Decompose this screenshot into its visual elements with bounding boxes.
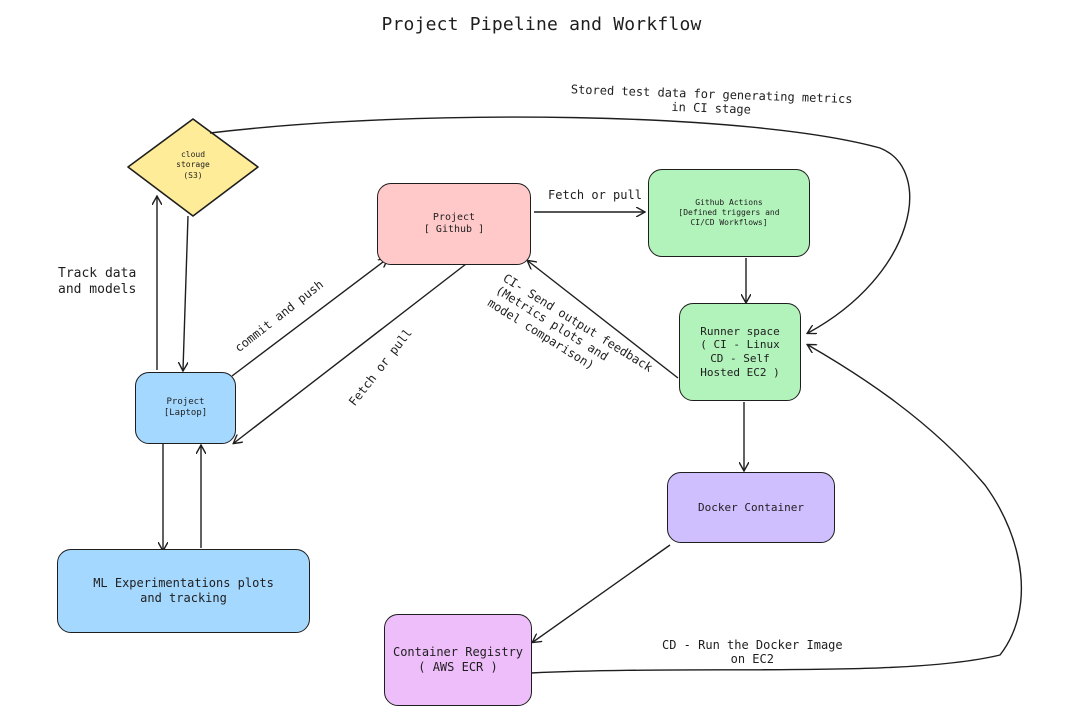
github-actions-node[interactable]: Github Actions [Defined triggers and CI/… — [648, 169, 810, 257]
ml-experimentations-node[interactable]: ML Experimentations plots and tracking — [57, 549, 310, 633]
project-laptop-node[interactable]: Project [Laptop] — [135, 372, 236, 444]
container-registry-node[interactable]: Container Registry ( AWS ECR ) — [384, 614, 532, 706]
project-github-label: Project [ Github ] — [423, 211, 485, 236]
edge-runner-to-github — [528, 261, 679, 379]
docker-container-label: Docker Container — [698, 500, 804, 514]
cd-run-docker-label: CD - Run the Docker Image on EC2 — [662, 638, 843, 667]
edge-storage-to-runner — [209, 116, 911, 333]
container-registry-label: Container Registry ( AWS ECR ) — [392, 645, 524, 674]
fetch-or-pull-actions-label: Fetch or pull — [548, 188, 642, 202]
runner-space-label: Runner space ( CI - Linux CD - Self Host… — [700, 324, 780, 379]
track-data-models-label: Track data and models — [58, 266, 137, 297]
cloud-storage-diamond — [127, 118, 259, 217]
cloud-storage-label: cloud storage (S3) — [176, 150, 210, 180]
docker-container-node[interactable]: Docker Container — [667, 472, 835, 543]
project-github-node[interactable]: Project [ Github ] — [377, 183, 531, 265]
edge-github-to-laptop — [234, 263, 467, 443]
edge-storage-to-laptop — [183, 215, 189, 370]
github-actions-label: Github Actions [Defined triggers and CI/… — [678, 198, 780, 227]
project-laptop-label: Project [Laptop] — [163, 396, 208, 418]
runner-space-node[interactable]: Runner space ( CI - Linux CD - Self Host… — [679, 303, 801, 401]
ml-experimentations-label: ML Experimentations plots and tracking — [93, 576, 274, 605]
edge-laptop-to-github — [231, 259, 387, 377]
diagram-title: Project Pipeline and Workflow — [381, 14, 702, 35]
edge-registry-to-runner — [530, 345, 1023, 674]
edge-docker-to-registry — [533, 544, 671, 642]
